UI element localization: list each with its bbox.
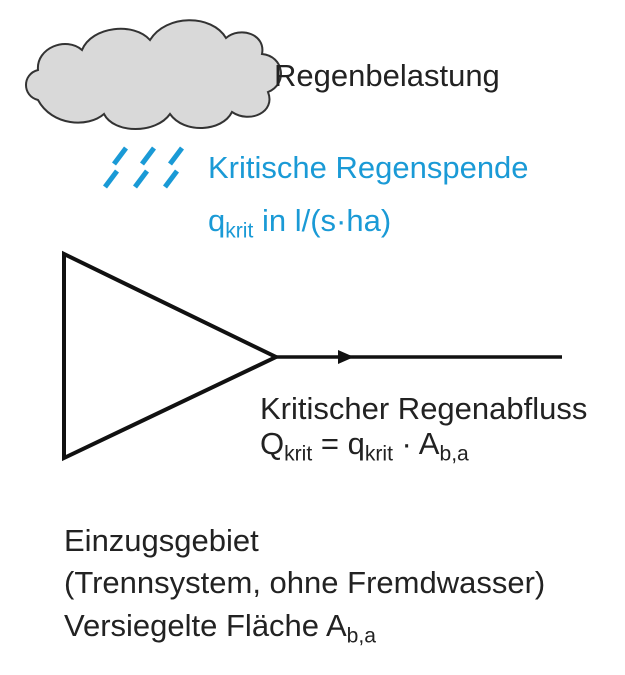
equals-sign: = [312, 426, 348, 461]
q-symbol: q [208, 203, 226, 238]
rain-drops-icon [103, 146, 184, 189]
rain-drop [163, 169, 179, 189]
A-subscript: b,a [439, 442, 469, 466]
Q-symbol: Q [260, 426, 285, 461]
A-symbol: A [418, 426, 440, 461]
unit-text: in l/(s·ha) [253, 203, 392, 238]
rain-drop [103, 169, 119, 189]
rain-load-label: Regenbelastung [274, 58, 500, 93]
Q-subscript: krit [284, 442, 313, 466]
A-symbol: A [325, 608, 347, 643]
multiply-dot: · [392, 426, 419, 461]
critical-runoff-formula: Qkrit = qkrit · Ab,a [260, 426, 469, 465]
catchment-sealed-area: Versiegelte Fläche Ab,a [64, 608, 376, 647]
q-subscript: krit [364, 442, 393, 466]
q-subscript: krit [225, 219, 254, 243]
outflow-arrow [338, 350, 354, 364]
catchment-system: (Trennsystem, ohne Fremdwasser) [64, 565, 546, 600]
rain-drop [112, 146, 128, 166]
q-symbol: q [347, 426, 365, 461]
cloud-icon [25, 19, 282, 130]
critical-rain-intensity-title: Kritische Regenspende [208, 150, 529, 185]
sealed-area-text: Versiegelte Fläche [64, 608, 326, 643]
rain-drop [140, 146, 156, 166]
rain-drop [168, 146, 184, 166]
catchment-triangle [62, 250, 281, 462]
critical-runoff-title: Kritischer Regenabfluss [260, 391, 588, 426]
critical-rain-intensity-formula: qkrit in l/(s·ha) [208, 203, 392, 242]
rain-drop [133, 169, 149, 189]
A-subscript: b,a [346, 624, 376, 648]
catchment-title: Einzugsgebiet [64, 523, 259, 558]
